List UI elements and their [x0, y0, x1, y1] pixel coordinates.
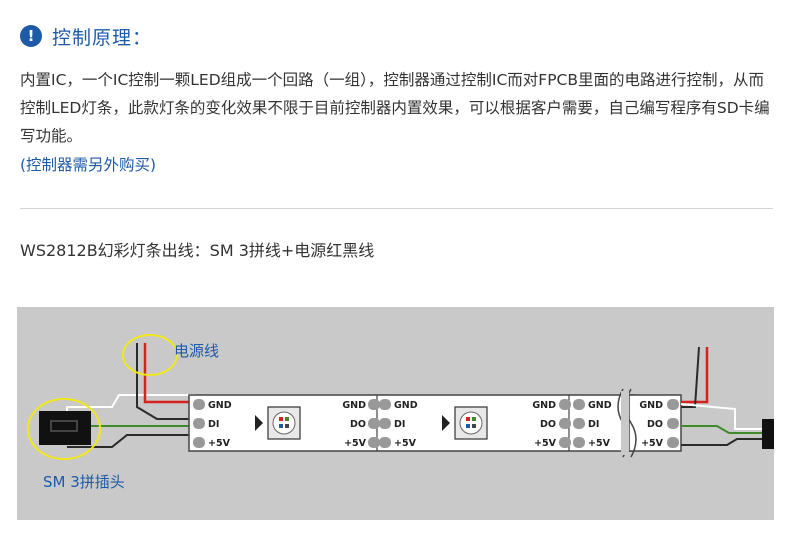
seg3-left-pin-0: GND	[588, 400, 612, 411]
seg2-right-pin-0: GND	[532, 400, 556, 411]
power-wire-highlight-circle	[122, 334, 178, 376]
right-white-wire	[680, 403, 774, 430]
plug-highlight-circle	[27, 398, 101, 460]
seg1-left-pin-2: +5V	[208, 438, 231, 449]
seg2-left-pin-1: DI	[394, 419, 405, 430]
seg3-left-pin-1: DI	[588, 419, 599, 430]
exclamation-info-icon: !	[20, 25, 42, 47]
seg1-right-pin-1: DO	[350, 419, 366, 430]
left-black-wire	[67, 434, 195, 448]
segment-1-labels: GND DI +5V GND DO +5V	[208, 400, 367, 449]
led-chip-2	[442, 406, 488, 440]
led-strip-wiring-diagram: GND DI +5V GND DO +5V GND DI +5V GND DO …	[17, 307, 774, 520]
seg3-left-pin-2: +5V	[588, 438, 611, 449]
led-chip-1	[255, 406, 301, 440]
pads	[193, 399, 679, 448]
seg3-right-pin-2: +5V	[641, 438, 664, 449]
seg1-left-pin-0: GND	[208, 400, 232, 411]
right-plug	[762, 419, 774, 449]
seg3-right-pin-1: DO	[647, 419, 663, 430]
left-black-power-wire	[136, 343, 195, 420]
right-black-power-wire	[681, 346, 700, 408]
seg2-right-pin-2: +5V	[534, 438, 557, 449]
left-red-power-wire	[143, 343, 195, 404]
segment-2-labels: GND DI +5V GND DO +5V	[394, 400, 557, 449]
seg1-right-pin-0: GND	[342, 400, 366, 411]
section-title: 控制原理：	[52, 26, 153, 49]
controller-note: (控制器需另外购买)	[20, 156, 157, 174]
sm-plug	[39, 411, 91, 445]
power-wire-label: 电源线	[174, 342, 219, 360]
segment-3-labels: GND DI +5V GND DO +5V	[588, 400, 664, 449]
right-black-wire	[681, 438, 774, 446]
seg2-left-pin-0: GND	[394, 400, 418, 411]
seg3-right-pin-0: GND	[639, 400, 663, 411]
seg2-right-pin-1: DO	[540, 419, 556, 430]
direction-arrow-icon	[442, 415, 450, 431]
section-header: ! 控制原理：	[20, 22, 152, 50]
connector-label: SM 3拼插头	[43, 473, 125, 491]
divider	[20, 208, 773, 209]
right-green-wire	[681, 425, 774, 434]
seg1-left-pin-1: DI	[208, 419, 219, 430]
strip-wiring-subtitle: WS2812B幻彩灯条出线：SM 3拼线+电源红黑线	[20, 241, 375, 260]
right-red-power-wire	[681, 347, 709, 404]
description-text: 内置IC，一个IC控制一颗LED组成一个回路（一组），控制器通过控制IC而对FP…	[20, 71, 770, 145]
seg1-right-pin-2: +5V	[344, 438, 367, 449]
seg2-left-pin-2: +5V	[394, 438, 417, 449]
direction-arrow-icon	[255, 415, 263, 431]
